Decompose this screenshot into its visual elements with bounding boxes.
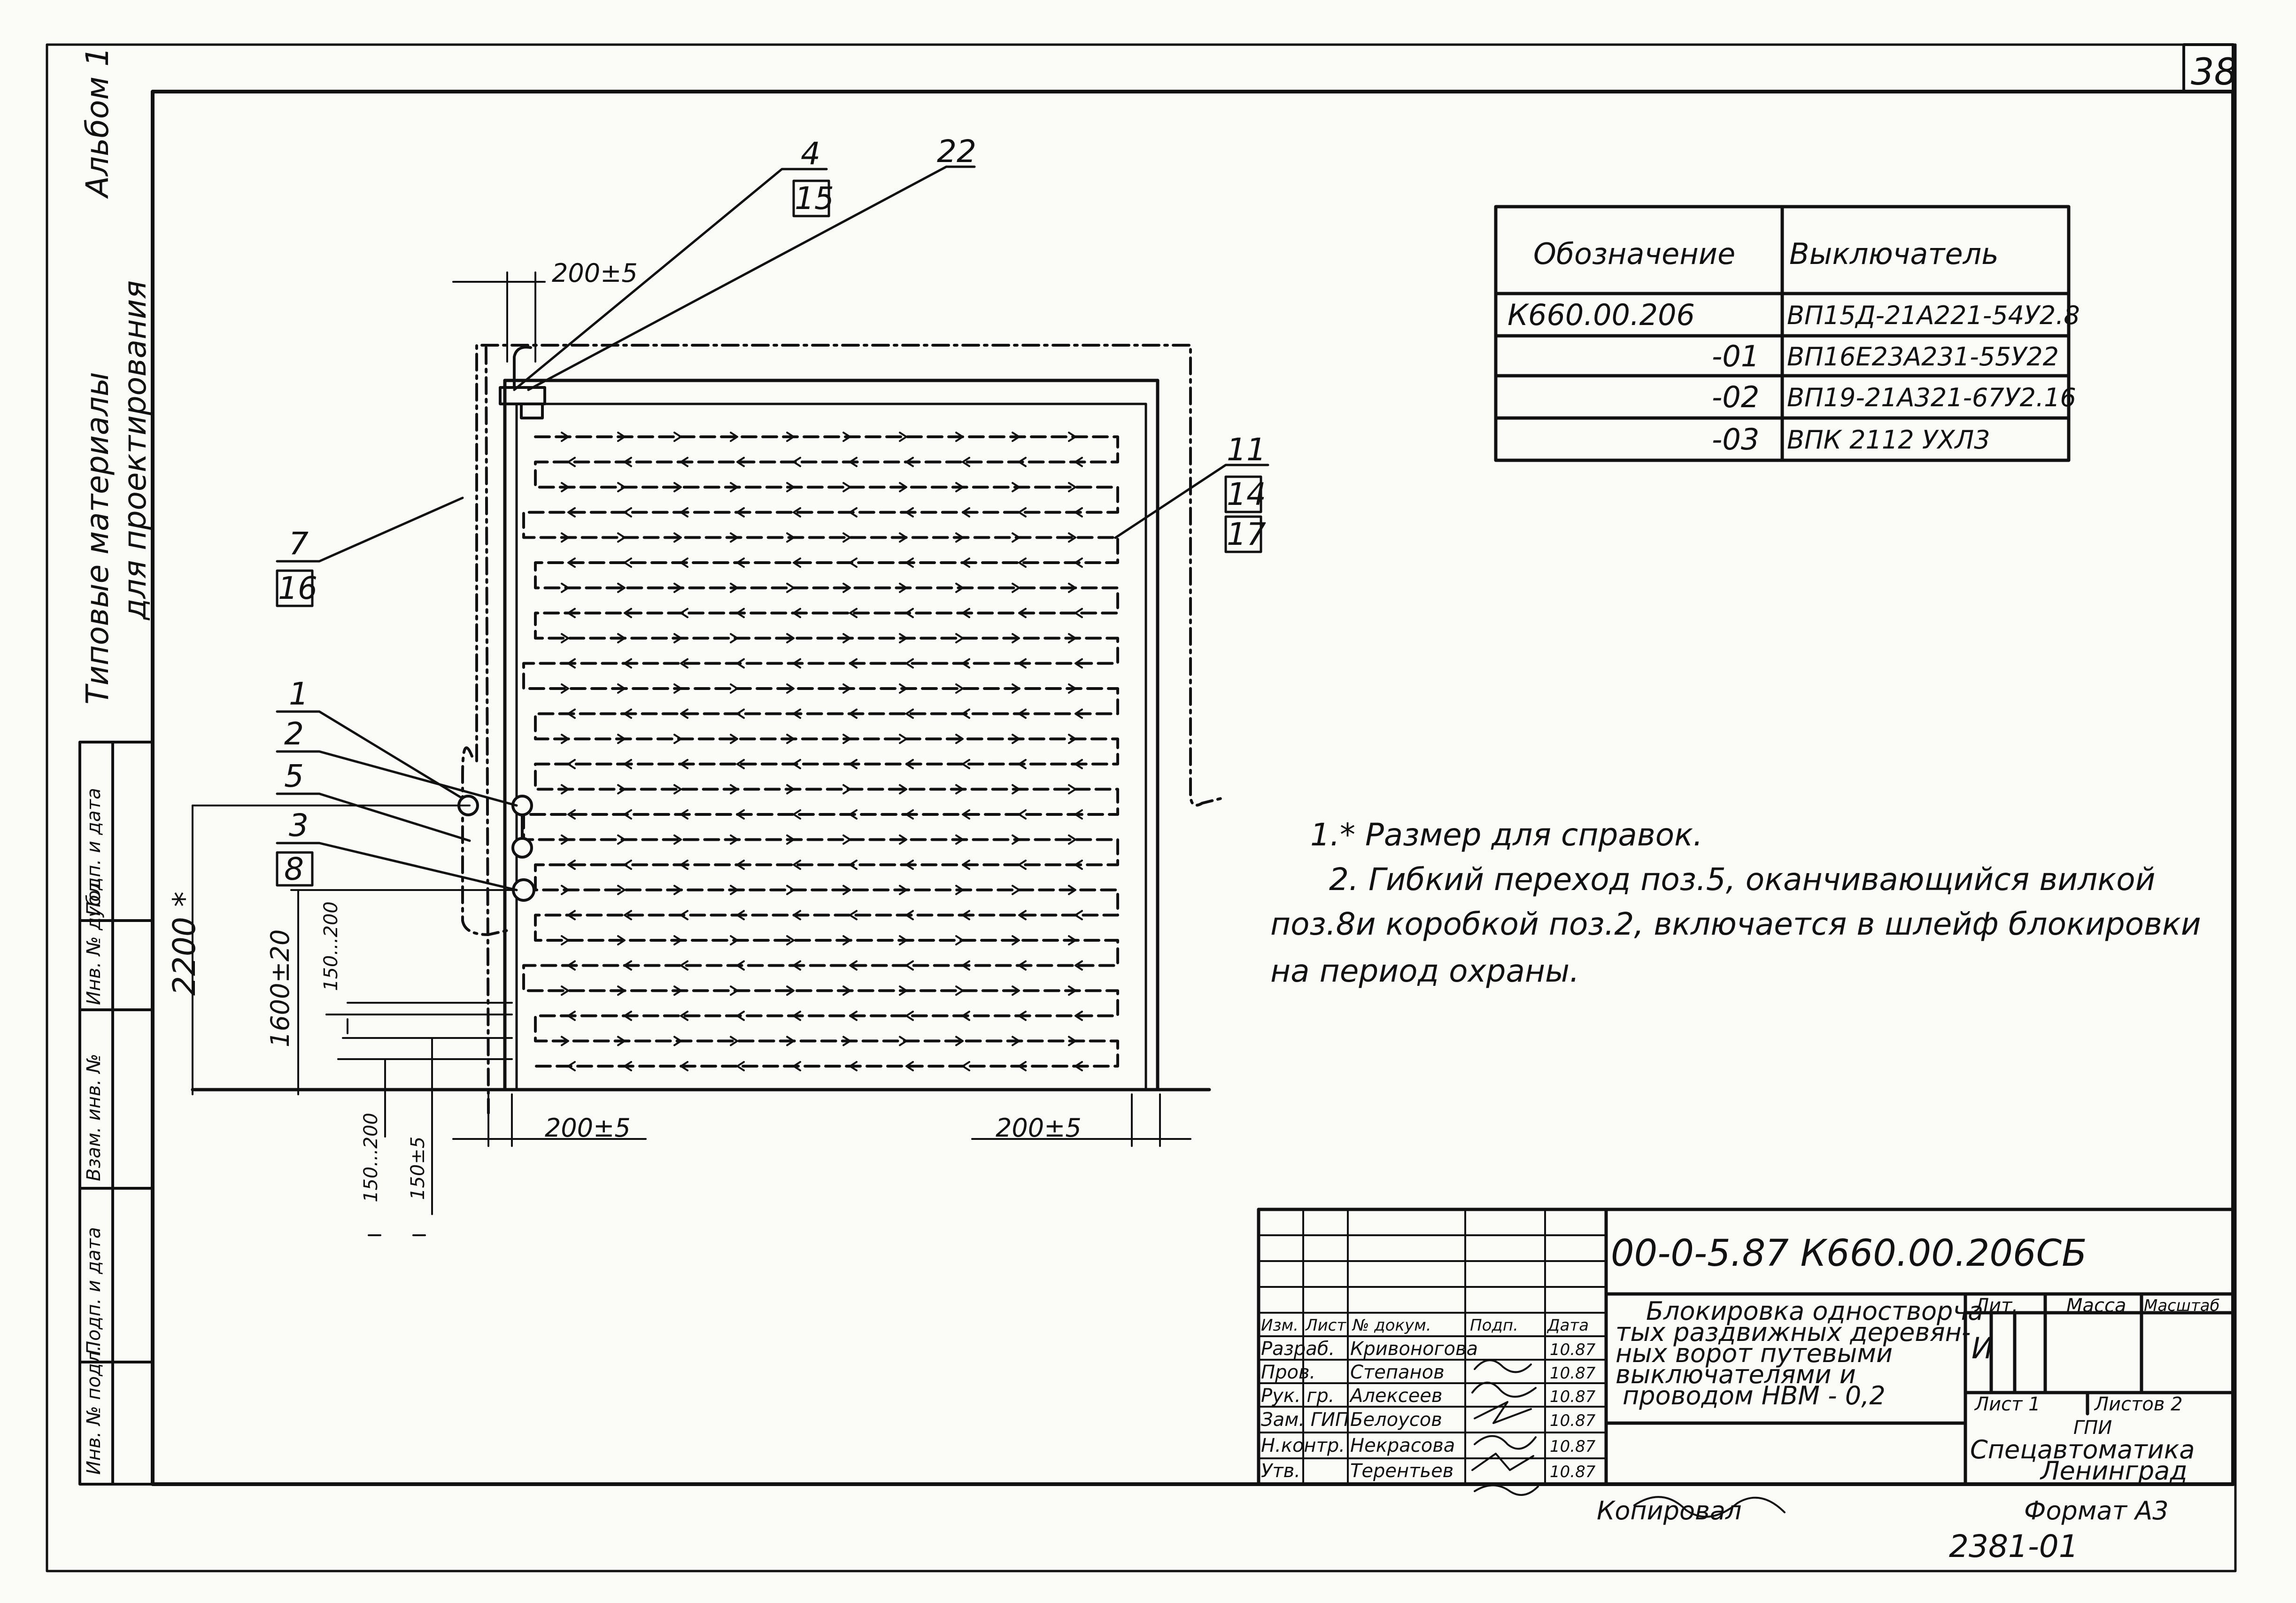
dim-height-2200: 2200 * <box>166 891 202 996</box>
callout-8: 8 <box>284 851 304 887</box>
callout-14: 14 <box>1227 476 1266 512</box>
date-zam-gip: 10.87 <box>1550 1411 1596 1430</box>
col-header-doc: № докум. <box>1353 1316 1431 1335</box>
title-block-left-grid <box>1258 1208 1607 1485</box>
dim-bottom-right-200: 200±5 <box>996 1113 1082 1143</box>
role-razrab: Разраб. <box>1261 1338 1335 1360</box>
signatures <box>1471 1359 1786 1518</box>
role-prov: Пров. <box>1261 1362 1316 1383</box>
sheet-number: 38 <box>2191 51 2238 93</box>
sheet-total: Листов 2 <box>2095 1394 2183 1415</box>
callout-4: 4 <box>801 136 820 172</box>
name-utv: Терентьев <box>1350 1460 1454 1482</box>
callout-17: 17 <box>1227 516 1266 552</box>
stamp-podp-data-1: Подп. и дата <box>83 1227 105 1355</box>
callout-boxes <box>276 179 1262 887</box>
variant-table-grid <box>1494 205 2071 462</box>
dim-offset-150: 150±5 <box>407 1136 429 1200</box>
bottom-code: 2381-01 <box>1949 1528 2079 1564</box>
switch-22 <box>499 346 546 419</box>
callout-7: 7 <box>289 526 309 562</box>
title-line-4: выключателями и <box>1616 1360 1856 1389</box>
table-row-1-switch: ВП16Е23А231-55У22 <box>1787 342 2059 372</box>
callout-11: 11 <box>1227 432 1266 468</box>
lit-header: Лит. <box>1975 1295 2018 1316</box>
callout-1: 1 <box>289 676 309 712</box>
dim-bottom-left-200: 200±5 <box>545 1113 631 1143</box>
stamp-inv-podl: Инв. № подл. <box>83 1345 105 1475</box>
title-line-1: Блокировка одностворча- <box>1646 1296 1993 1326</box>
dim-top-200: 200±5 <box>552 258 638 288</box>
table-row-1-code: -01 <box>1712 339 1760 373</box>
callout-5: 5 <box>284 758 304 794</box>
format-label: Формат А3 <box>2024 1496 2169 1526</box>
outer-wire <box>461 344 1222 1115</box>
note-line-4: на период охраны. <box>1270 953 1580 989</box>
role-zam-gip: Зам. ГИП <box>1261 1409 1350 1431</box>
note-line-2: 2. Гибкий переход поз.5, оканчивающийся … <box>1329 861 2156 898</box>
table-row-2-switch: ВП19-21А321-67У2.16 <box>1787 383 2076 412</box>
date-prov: 10.87 <box>1550 1364 1596 1383</box>
col-header-date: Дата <box>1547 1316 1589 1335</box>
title-line-2: тых раздвижных деревян- <box>1616 1317 1971 1347</box>
stamp-podp-data-2: Подп. и дата <box>83 788 105 916</box>
callout-2: 2 <box>284 716 304 752</box>
dim-height-1600: 1600±20 <box>265 929 295 1047</box>
org-line-3: Ленинград <box>2041 1456 2188 1486</box>
name-n-kontr: Некрасова <box>1350 1435 1455 1456</box>
mass-header: Масса <box>2066 1295 2126 1316</box>
sheet-current: Лист 1 <box>1975 1394 2041 1415</box>
note-line-1: 1.* Размер для справок. <box>1310 817 1703 853</box>
copied-label: Копировал <box>1597 1496 1742 1526</box>
role-ruk-gr: Рук. гр. <box>1261 1385 1335 1407</box>
leader-lines <box>276 165 1269 891</box>
callout-16: 16 <box>278 570 317 606</box>
table-header-switch: Выключатель <box>1789 237 1999 271</box>
col-header-sign: Подп. <box>1470 1316 1518 1335</box>
role-n-kontr: Н.контр. <box>1261 1435 1345 1456</box>
callout-15: 15 <box>795 180 834 217</box>
callout-22: 22 <box>937 133 976 170</box>
album-line2: для проектирования <box>117 280 153 620</box>
lit-value: И <box>1971 1331 1994 1365</box>
title-block-grid <box>1257 1208 2235 1486</box>
role-utv: Утв. <box>1261 1460 1300 1482</box>
callout-3: 3 <box>289 807 309 844</box>
org-line-1: ГПИ <box>2073 1417 2112 1439</box>
left-stamp-grid <box>78 741 154 1486</box>
dimension-lines <box>192 271 1191 1236</box>
table-row-3-switch: ВПК 2112 УХЛ3 <box>1787 425 1990 455</box>
note-line-3: поз.8и коробкой поз.2, включается в шлей… <box>1270 906 2201 942</box>
name-prov: Степанов <box>1350 1362 1445 1383</box>
table-row-2-code: -02 <box>1712 380 1760 414</box>
table-row-0-code: К660.00.206 <box>1507 298 1695 332</box>
name-zam-gip: Белоусов <box>1350 1409 1442 1431</box>
date-razrab: 10.87 <box>1550 1340 1596 1359</box>
table-row-0-switch: ВП15Д-21А221-54У2.8 <box>1787 301 2080 330</box>
name-ruk-gr: Алексеев <box>1350 1385 1443 1407</box>
album-line1: Типовые материалы <box>79 372 116 705</box>
date-ruk-gr: 10.87 <box>1550 1387 1596 1406</box>
dim-range-150-200-upper: 150...200 <box>320 901 342 991</box>
scale-header: Масштаб <box>2144 1296 2220 1315</box>
title-line-5: проводом НВМ - 0,2 <box>1623 1381 1886 1410</box>
title-line-3: ных ворот путевыми <box>1616 1339 1893 1368</box>
col-header-izm: Изм. <box>1261 1316 1299 1335</box>
org-line-2: Спецавтоматика <box>1970 1435 2195 1464</box>
stamp-vzam-inv: Взам. инв. № <box>83 1053 105 1181</box>
name-razrab: Кривоногова <box>1350 1338 1478 1360</box>
date-utv: 10.87 <box>1550 1463 1596 1481</box>
album-number: Альбом 1 <box>79 46 116 197</box>
date-n-kontr: 10.87 <box>1550 1437 1596 1456</box>
table-header-designation: Обозначение <box>1533 237 1736 271</box>
col-header-list: Лист <box>1306 1316 1346 1335</box>
title-doc-code: 00-0-5.87 К660.00.206СБ <box>1611 1232 2087 1275</box>
dim-range-150-200-lower: 150...200 <box>360 1113 382 1202</box>
serpentine-wire <box>522 432 1119 1071</box>
table-row-3-code: -03 <box>1712 422 1760 457</box>
